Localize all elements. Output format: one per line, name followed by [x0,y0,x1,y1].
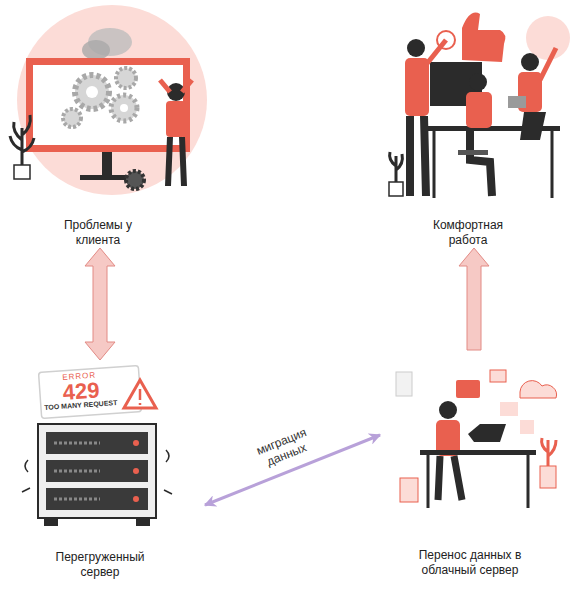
chart-icon [396,372,412,396]
rack-foot [44,518,58,526]
smoke-cloud [82,40,110,60]
person-legs [410,116,426,196]
person-arms [160,80,192,92]
chair [458,150,488,155]
person-arm [425,40,446,66]
monitor-stand [102,152,112,176]
step-caption: Перегруженный сервер [48,550,152,580]
server-led [133,468,139,474]
person-arm [540,48,556,80]
person-legs [438,456,462,500]
plant [542,438,556,470]
plant-pot [540,466,556,488]
illustrated-step: Комфортная работа [360,0,575,248]
person-body [166,101,186,137]
gear-icon [111,95,137,121]
laptop [468,424,506,442]
illustrated-step: Перенос данных в облачный сервер [380,350,570,585]
person-head [439,401,457,419]
gear-hub [120,104,128,112]
person-head [407,39,425,57]
floor-gear [126,171,144,189]
illustrated-step: Перегруженный сервер [20,360,205,585]
error-card-bg [39,366,142,419]
server-led [133,440,139,446]
waste-bin [400,478,418,502]
person-legs [470,128,492,196]
cloud-icon [520,381,556,398]
warning-mark [139,389,142,405]
person-legs [168,137,184,186]
step-caption: Комфортная работа [428,218,508,248]
gear-hub [86,86,98,98]
shake-marks [22,450,172,494]
step-caption: Перенос данных в облачный сервер [412,548,528,578]
plant [10,115,34,170]
file-icon [500,402,518,416]
server-vents [54,443,100,499]
thumbs-up [462,13,505,62]
person-legs [520,112,546,140]
desk-top [420,450,536,455]
step-caption: Проблемы у клиента [58,218,138,248]
plant [390,152,403,186]
tablet [508,96,526,108]
background-blob [17,5,207,195]
app-window [456,380,480,398]
person-head [521,53,539,71]
block-arrow [85,248,115,360]
plant-pot [14,165,30,179]
person-body [405,58,429,116]
monitor-frame [26,58,190,152]
plant-pot [389,182,403,196]
server-led [133,496,139,502]
gear-icon [75,75,109,109]
data-icon [520,420,534,434]
warning-sign [124,380,156,408]
monitor-screen [33,65,183,145]
person-head [469,73,487,91]
gear-icon [116,68,136,88]
mail-icon [490,370,506,382]
gear-icon [63,109,81,127]
illustrated-step: Проблемы у клиента [10,0,230,248]
error-card [39,366,142,419]
server-rack [38,424,156,518]
person-body [466,92,492,128]
edge-label: миграция данных [246,422,321,474]
block-arrow [459,248,489,350]
rack-foot [136,518,150,526]
desk-legs [428,455,528,508]
